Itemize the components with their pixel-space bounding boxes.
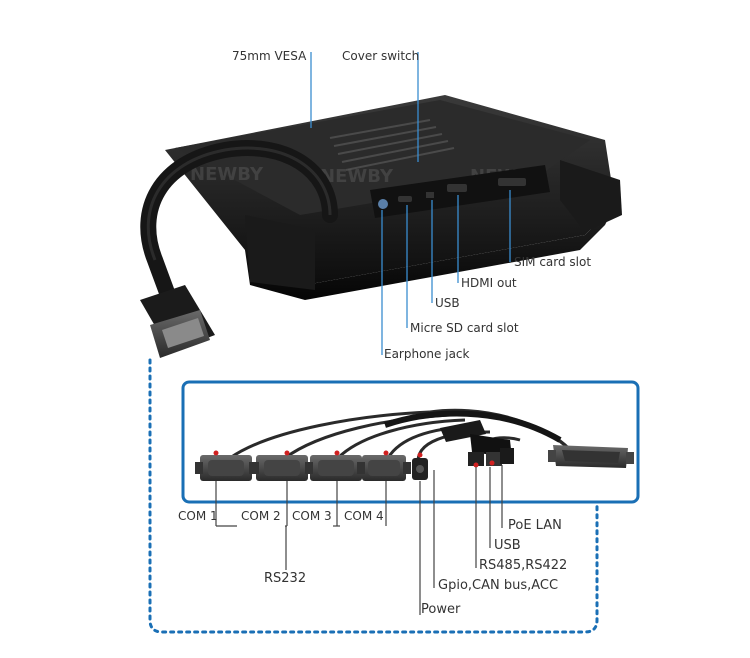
label-micro-sd: Micre SD card slot: [410, 321, 519, 335]
terminal-connectors: [468, 448, 514, 468]
db-connector: [140, 285, 215, 358]
label-poe-lan: PoE LAN: [508, 518, 562, 533]
microsd-port: [398, 196, 412, 202]
label-com3: COM 3: [292, 509, 332, 523]
label-hdmi-out: HDMI out: [461, 276, 517, 290]
label-com1: COM 1: [178, 509, 218, 523]
cable-detail-box: [181, 380, 640, 504]
cable-leader-lines: [215, 465, 503, 615]
sim-slot: [498, 178, 526, 186]
brand-watermark: NEWBY: [190, 164, 264, 185]
com1-connector: [195, 450, 257, 481]
label-sim-card-slot: SIM card slot: [514, 255, 592, 269]
breakout-cable: [195, 408, 634, 481]
label-rs485-rs422: RS485,RS422: [479, 558, 568, 573]
brand-watermark: NEWBY: [320, 166, 394, 187]
device-leader-lines: [310, 52, 511, 355]
label-usb-cable: USB: [494, 538, 521, 553]
label-com4: COM 4: [344, 509, 384, 523]
label-power: Power: [421, 602, 461, 617]
usb-port: [426, 192, 434, 198]
label-cover-switch: Cover switch: [342, 49, 420, 63]
tablet-back-view: NEWBY NEWBY NEWBY: [140, 95, 622, 358]
hdmi-port: [447, 184, 467, 192]
label-vesa: 75mm VESA: [232, 49, 307, 63]
com4-connector: [357, 450, 411, 481]
label-usb-device: USB: [435, 296, 460, 310]
power-connector: [412, 452, 428, 480]
earphone-jack-port: [378, 199, 388, 209]
label-earphone-jack: Earphone jack: [384, 347, 470, 361]
label-rs232: RS232: [264, 571, 307, 586]
db44-connector: [548, 445, 634, 468]
com2-connector: [251, 450, 313, 481]
label-com2: COM 2: [241, 509, 281, 523]
label-gpio-can-acc: Gpio,CAN bus,ACC: [438, 578, 559, 593]
